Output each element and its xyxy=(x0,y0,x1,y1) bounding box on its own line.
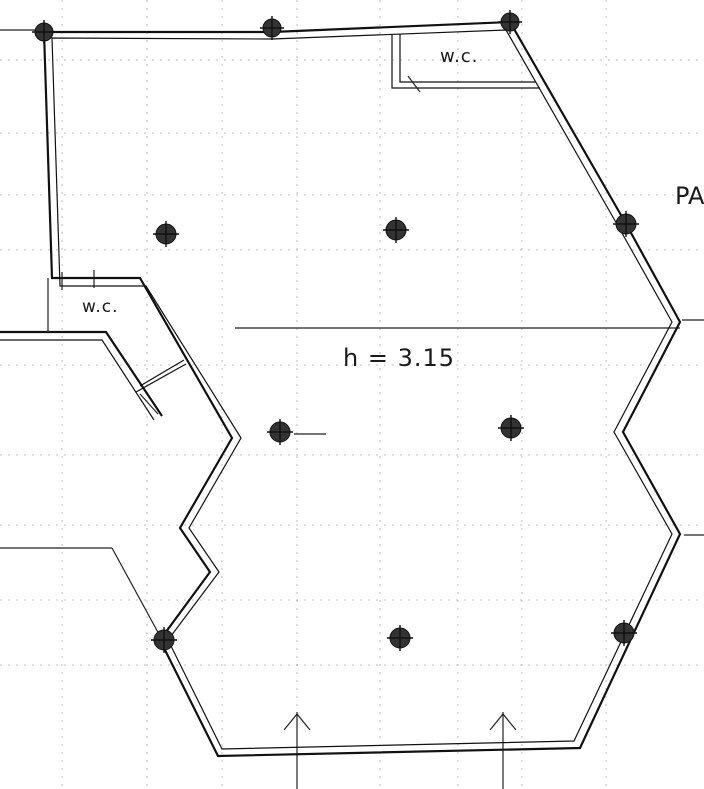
height-note: h = 3.15 xyxy=(343,344,455,372)
wc-top-tick xyxy=(407,75,421,93)
pillar-icon xyxy=(383,217,409,243)
wc-left-partition-inner xyxy=(139,359,185,387)
door-swing-left xyxy=(139,393,159,415)
wc-left-tick xyxy=(61,270,95,290)
pillar-icon xyxy=(611,620,637,646)
outer-wall-inner xyxy=(51,29,673,750)
pillar-icon xyxy=(260,16,284,40)
pillar-icon xyxy=(387,625,413,651)
left-entry-wall xyxy=(0,330,163,417)
lower-left-diagonal xyxy=(111,547,161,637)
pillar-icon xyxy=(498,415,524,441)
pillar-icon xyxy=(498,10,522,34)
outer-wall xyxy=(42,20,682,758)
edge-label: PA xyxy=(675,182,704,210)
section-arrow-icon xyxy=(489,713,517,731)
wc-top-partition xyxy=(391,34,540,89)
pillar-icon xyxy=(613,211,639,237)
pillar-icon xyxy=(153,221,179,247)
pillar-icon xyxy=(32,20,56,44)
wc-left-partition xyxy=(135,363,187,393)
left-entry-wall-inner xyxy=(0,339,155,421)
wc-top-label: w.c. xyxy=(440,46,478,67)
pillar-icon xyxy=(151,627,177,653)
wc-top-partition-inner xyxy=(399,34,536,83)
pillar-icon xyxy=(267,419,293,445)
section-arrow-icon xyxy=(283,713,311,731)
wc-left-label: w.c. xyxy=(82,297,119,317)
